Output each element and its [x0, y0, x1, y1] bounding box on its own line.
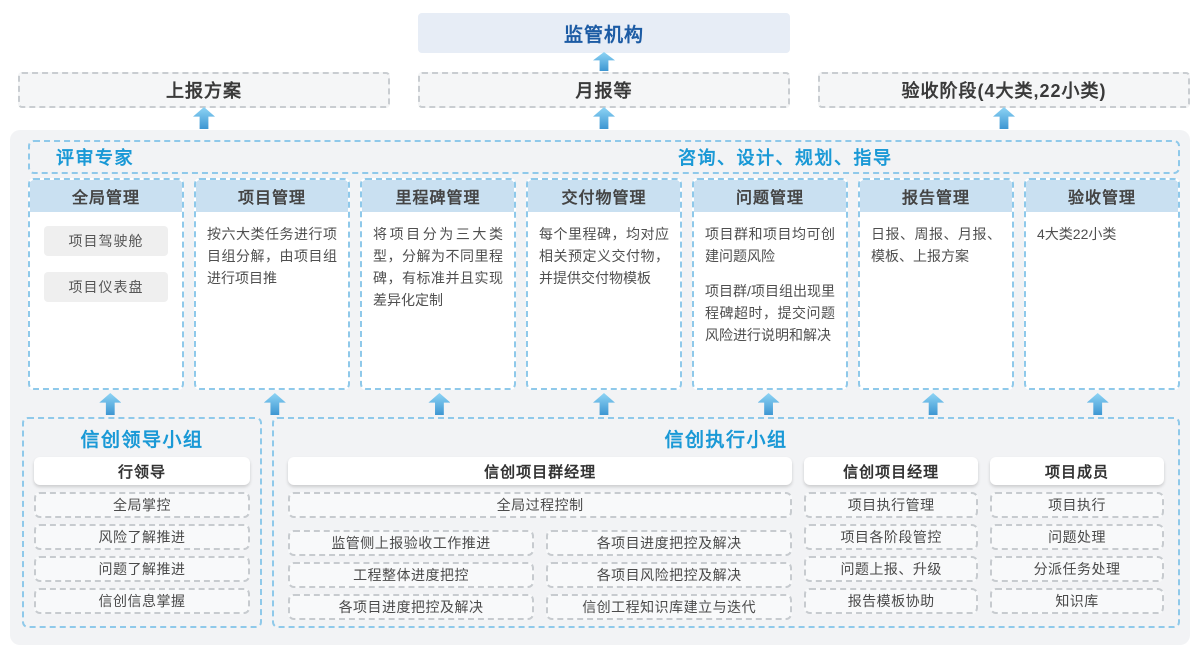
leadership-items: 全局掌控 风险了解推进 问题了解推进 信创信息掌握 — [34, 492, 250, 614]
column-header: 项目管理 — [196, 180, 348, 212]
project-manager-area: 信创项目经理 项目执行管理 项目各阶段管控 问题上报、升级 报告模板协助 — [804, 457, 979, 620]
up-arrow-icon — [757, 393, 780, 415]
column-body: 项目群和项目均可创建问题风险 项目群/项目组出现里程碑超时，提交问题风险进行说明… — [694, 212, 846, 371]
column-body: 按六大类任务进行项目组分解，由项目组进行项目推 — [196, 212, 348, 313]
column-header: 问题管理 — [694, 180, 846, 212]
up-arrow-icon — [263, 393, 286, 415]
up-arrow-icon — [593, 52, 615, 71]
task-item: 各项目风险把控及解决 — [546, 562, 793, 588]
up-arrow-icon — [593, 107, 615, 129]
task-item: 分派任务处理 — [990, 556, 1164, 582]
role-pill-bank-leader: 行领导 — [34, 457, 250, 485]
box-monthly-report: 月报等 — [418, 72, 790, 108]
column-header: 里程碑管理 — [362, 180, 514, 212]
band-title-consulting: 咨询、设计、规划、指导 — [678, 148, 893, 168]
up-arrow-icon — [193, 107, 215, 129]
column-body: 将项目分为三大类型，分解为不同里程碑，有标准并且实现差异化定制 — [362, 212, 514, 335]
column-paragraph: 4大类22小类 — [1037, 226, 1117, 242]
column-header: 验收管理 — [1026, 180, 1178, 212]
task-item: 信创信息掌握 — [34, 588, 250, 614]
up-arrow-icon — [99, 393, 122, 415]
column-paragraph: 将项目分为三大类型，分解为不同里程碑，有标准并且实现差异化定制 — [373, 226, 503, 309]
column-milestone-management: 里程碑管理 将项目分为三大类型，分解为不同里程碑，有标准并且实现差异化定制 — [360, 178, 516, 390]
task-item: 各项目进度把控及解决 — [546, 530, 793, 556]
program-manager-area: 信创项目群经理 全局过程控制 监管侧上报验收工作推进 各项目进度把控及解决 工程… — [288, 457, 793, 620]
column-paragraph: 项目群和项目均可创建问题风险 — [705, 226, 835, 265]
role-pill-program-manager: 信创项目群经理 — [288, 457, 793, 485]
task-item: 信创工程知识库建立与迭代 — [546, 594, 793, 620]
role-pill-project-manager: 信创项目经理 — [804, 457, 979, 485]
up-arrow-icon — [1086, 393, 1109, 415]
management-columns: 全局管理 项目驾驶舱 项目仪表盘 项目管理 按六大类任务进行项目组分解，由项目组… — [28, 178, 1180, 390]
up-arrow-icon — [922, 393, 945, 415]
column-body: 项目驾驶舱 项目仪表盘 — [30, 212, 182, 329]
column-body: 4大类22小类 — [1026, 212, 1178, 269]
bottom-groups: 信创领导小组 行领导 全局掌控 风险了解推进 问题了解推进 信创信息掌握 信创执… — [22, 417, 1180, 628]
program-manager-items: 全局过程控制 监管侧上报验收工作推进 各项目进度把控及解决 工程整体进度把控 各… — [288, 492, 793, 620]
task-item: 全局过程控制 — [288, 492, 793, 518]
box-acceptance-stage: 验收阶段(4大类,22小类) — [818, 72, 1190, 108]
up-arrow-icon — [428, 393, 451, 415]
column-report-management: 报告管理 日报、周报、月报、模板、上报方案 — [858, 178, 1014, 390]
column-body: 日报、周报、月报、模板、上报方案 — [860, 212, 1012, 291]
task-item: 项目各阶段管控 — [804, 524, 979, 550]
box-report-plan: 上报方案 — [18, 72, 390, 108]
column-global-management: 全局管理 项目驾驶舱 项目仪表盘 — [28, 178, 184, 390]
task-item: 知识库 — [990, 588, 1164, 614]
band-title-review-experts: 评审专家 — [56, 148, 134, 168]
column-deliverable-management: 交付物管理 每个里程碑，均对应相关预定义交付物，并提供交付物模板 — [526, 178, 682, 390]
feature-pill: 项目驾驶舱 — [44, 226, 168, 256]
execution-group-box: 信创执行小组 信创项目群经理 全局过程控制 监管侧上报验收工作推进 各项目进度把… — [272, 417, 1180, 628]
task-item: 各项目进度把控及解决 — [288, 594, 535, 620]
column-paragraph: 日报、周报、月报、模板、上报方案 — [871, 226, 1001, 265]
column-header: 全局管理 — [30, 180, 182, 212]
feature-pill: 项目仪表盘 — [44, 272, 168, 302]
project-manager-items: 项目执行管理 项目各阶段管控 问题上报、升级 报告模板协助 — [804, 492, 979, 614]
task-item: 问题了解推进 — [34, 556, 250, 582]
project-member-items: 项目执行 问题处理 分派任务处理 知识库 — [990, 492, 1164, 614]
column-paragraph: 项目群/项目组出现里程碑超时，提交问题风险进行说明和解决 — [705, 283, 835, 344]
task-item: 风险了解推进 — [34, 524, 250, 550]
task-item: 报告模板协助 — [804, 588, 979, 614]
execution-group-title: 信创执行小组 — [664, 430, 788, 451]
program-manager-grid: 监管侧上报验收工作推进 各项目进度把控及解决 工程整体进度把控 各项目风险把控及… — [288, 530, 793, 620]
column-body: 每个里程碑，均对应相关预定义交付物，并提供交付物模板 — [528, 212, 680, 313]
regulator-box: 监管机构 — [418, 13, 790, 53]
leadership-group-title: 信创领导小组 — [80, 430, 204, 451]
up-arrow-icon — [592, 393, 615, 415]
task-item: 工程整体进度把控 — [288, 562, 535, 588]
task-item: 项目执行 — [990, 492, 1164, 518]
experts-band: 评审专家 咨询、设计、规划、指导 — [28, 140, 1180, 174]
column-arrows — [28, 393, 1180, 416]
column-paragraph: 按六大类任务进行项目组分解，由项目组进行项目推 — [207, 226, 337, 287]
column-paragraph: 每个里程碑，均对应相关预定义交付物，并提供交付物模板 — [539, 226, 669, 287]
column-issue-management: 问题管理 项目群和项目均可创建问题风险 项目群/项目组出现里程碑超时，提交问题风… — [692, 178, 848, 390]
main-panel: 评审专家 咨询、设计、规划、指导 全局管理 项目驾驶舱 项目仪表盘 项目管理 按… — [10, 130, 1190, 645]
task-item: 监管侧上报验收工作推进 — [288, 530, 535, 556]
execution-roles-row: 信创项目群经理 全局过程控制 监管侧上报验收工作推进 各项目进度把控及解决 工程… — [288, 457, 1164, 620]
column-header: 交付物管理 — [528, 180, 680, 212]
task-item: 问题上报、升级 — [804, 556, 979, 582]
leadership-group-box: 信创领导小组 行领导 全局掌控 风险了解推进 问题了解推进 信创信息掌握 — [22, 417, 262, 628]
project-member-area: 项目成员 项目执行 问题处理 分派任务处理 知识库 — [990, 457, 1164, 620]
task-item: 全局掌控 — [34, 492, 250, 518]
task-item: 问题处理 — [990, 524, 1164, 550]
column-project-management: 项目管理 按六大类任务进行项目组分解，由项目组进行项目推 — [194, 178, 350, 390]
column-header: 报告管理 — [860, 180, 1012, 212]
column-acceptance-management: 验收管理 4大类22小类 — [1024, 178, 1180, 390]
role-pill-project-member: 项目成员 — [990, 457, 1164, 485]
task-item: 项目执行管理 — [804, 492, 979, 518]
up-arrow-icon — [993, 107, 1015, 129]
